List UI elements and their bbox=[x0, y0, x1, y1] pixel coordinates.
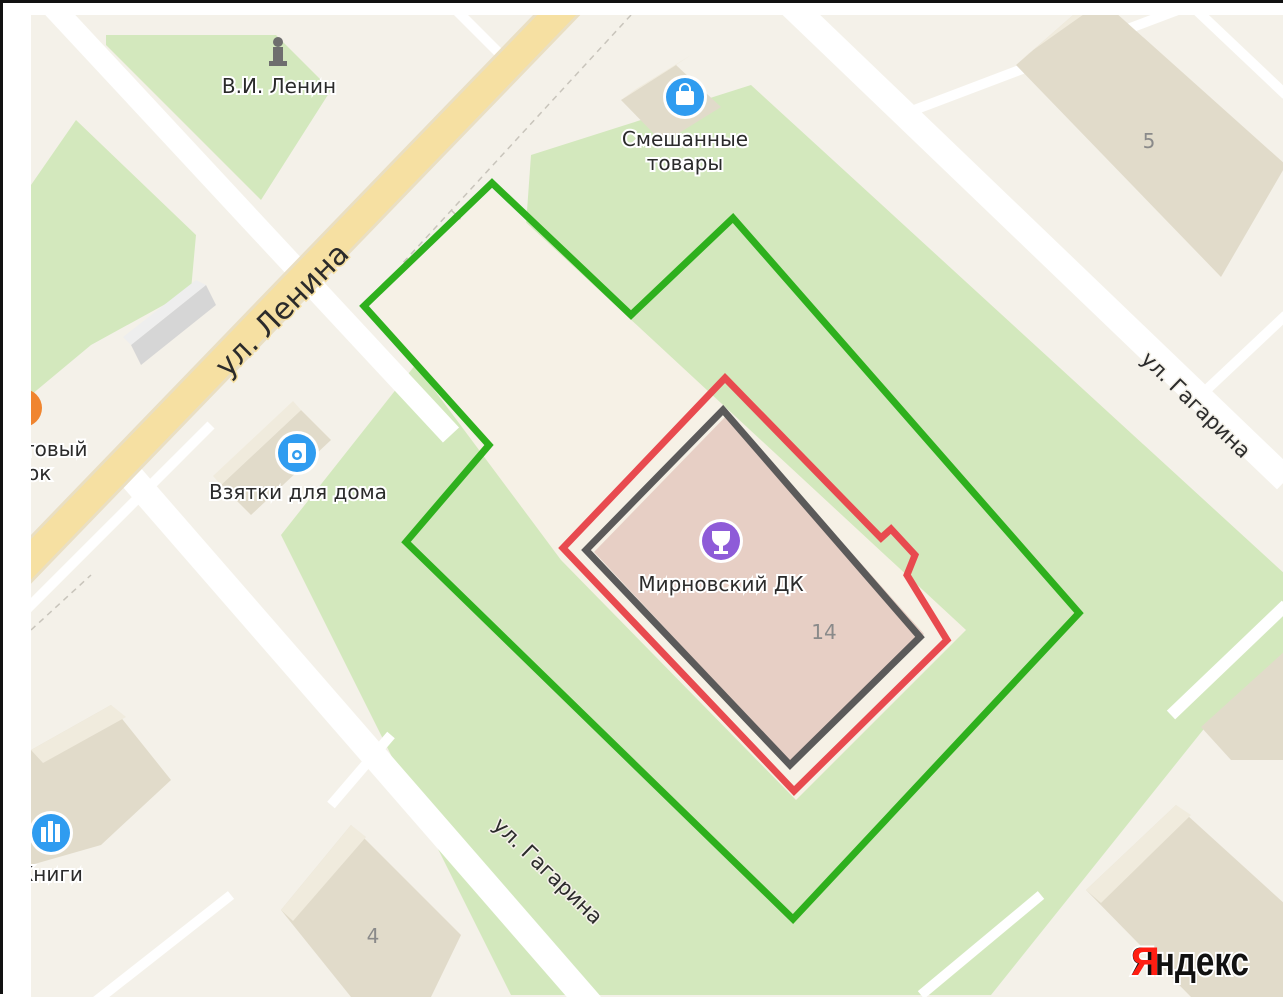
poi-label-mixed-goods-line1[interactable]: Смешанные bbox=[620, 125, 750, 153]
house-number-5: 5 bbox=[1143, 129, 1156, 153]
building-dk bbox=[594, 414, 924, 765]
building-monument-base bbox=[123, 280, 216, 365]
orange-poi-icon[interactable] bbox=[31, 389, 42, 427]
trophy-icon[interactable] bbox=[699, 519, 743, 563]
minor-roads bbox=[31, 15, 1283, 997]
house-number-4: 4 bbox=[367, 924, 380, 948]
poi-label-vzyatki[interactable]: Взятки для дома bbox=[207, 478, 389, 506]
poi-label-dk[interactable]: Мирновский ДК bbox=[636, 570, 805, 598]
yandex-logo[interactable]: Яндекс Я bbox=[1129, 938, 1251, 986]
books-icon[interactable] bbox=[31, 811, 73, 855]
road-lenina bbox=[31, 15, 581, 584]
yandex-logo-first-letter: Я bbox=[1131, 940, 1160, 984]
building-bottom-right bbox=[1086, 805, 1283, 997]
map-viewport[interactable]: В.И. Ленин Смешанные товары Взятки для д… bbox=[31, 15, 1283, 997]
poi-label-mixed-goods-line2[interactable]: товары bbox=[645, 149, 725, 177]
poi-label-lenin-monument[interactable]: В.И. Ленин bbox=[220, 72, 338, 100]
park-left bbox=[31, 120, 196, 395]
map-canvas[interactable]: В.И. Ленин Смешанные товары Взятки для д… bbox=[31, 15, 1283, 997]
building-4 bbox=[281, 825, 461, 997]
building-outline-red bbox=[558, 372, 952, 796]
washing-machine-icon[interactable] bbox=[275, 431, 319, 475]
building-5 bbox=[1016, 15, 1283, 277]
park-top-left bbox=[106, 35, 331, 200]
shopping-bag-icon[interactable] bbox=[663, 75, 707, 119]
house-number-14: 14 bbox=[811, 620, 836, 644]
yandex-logo-text: Яндекс bbox=[1131, 940, 1249, 984]
building-right-top-edge bbox=[1201, 652, 1283, 760]
monument-icon[interactable] bbox=[269, 37, 287, 66]
outlines bbox=[359, 178, 1084, 925]
poi-label-cut-left-line1[interactable]: товый bbox=[31, 435, 89, 463]
building-outline-gray bbox=[581, 404, 925, 770]
territory-outline bbox=[359, 178, 1084, 925]
poi-label-cut-left-line2[interactable]: ок bbox=[31, 459, 53, 487]
